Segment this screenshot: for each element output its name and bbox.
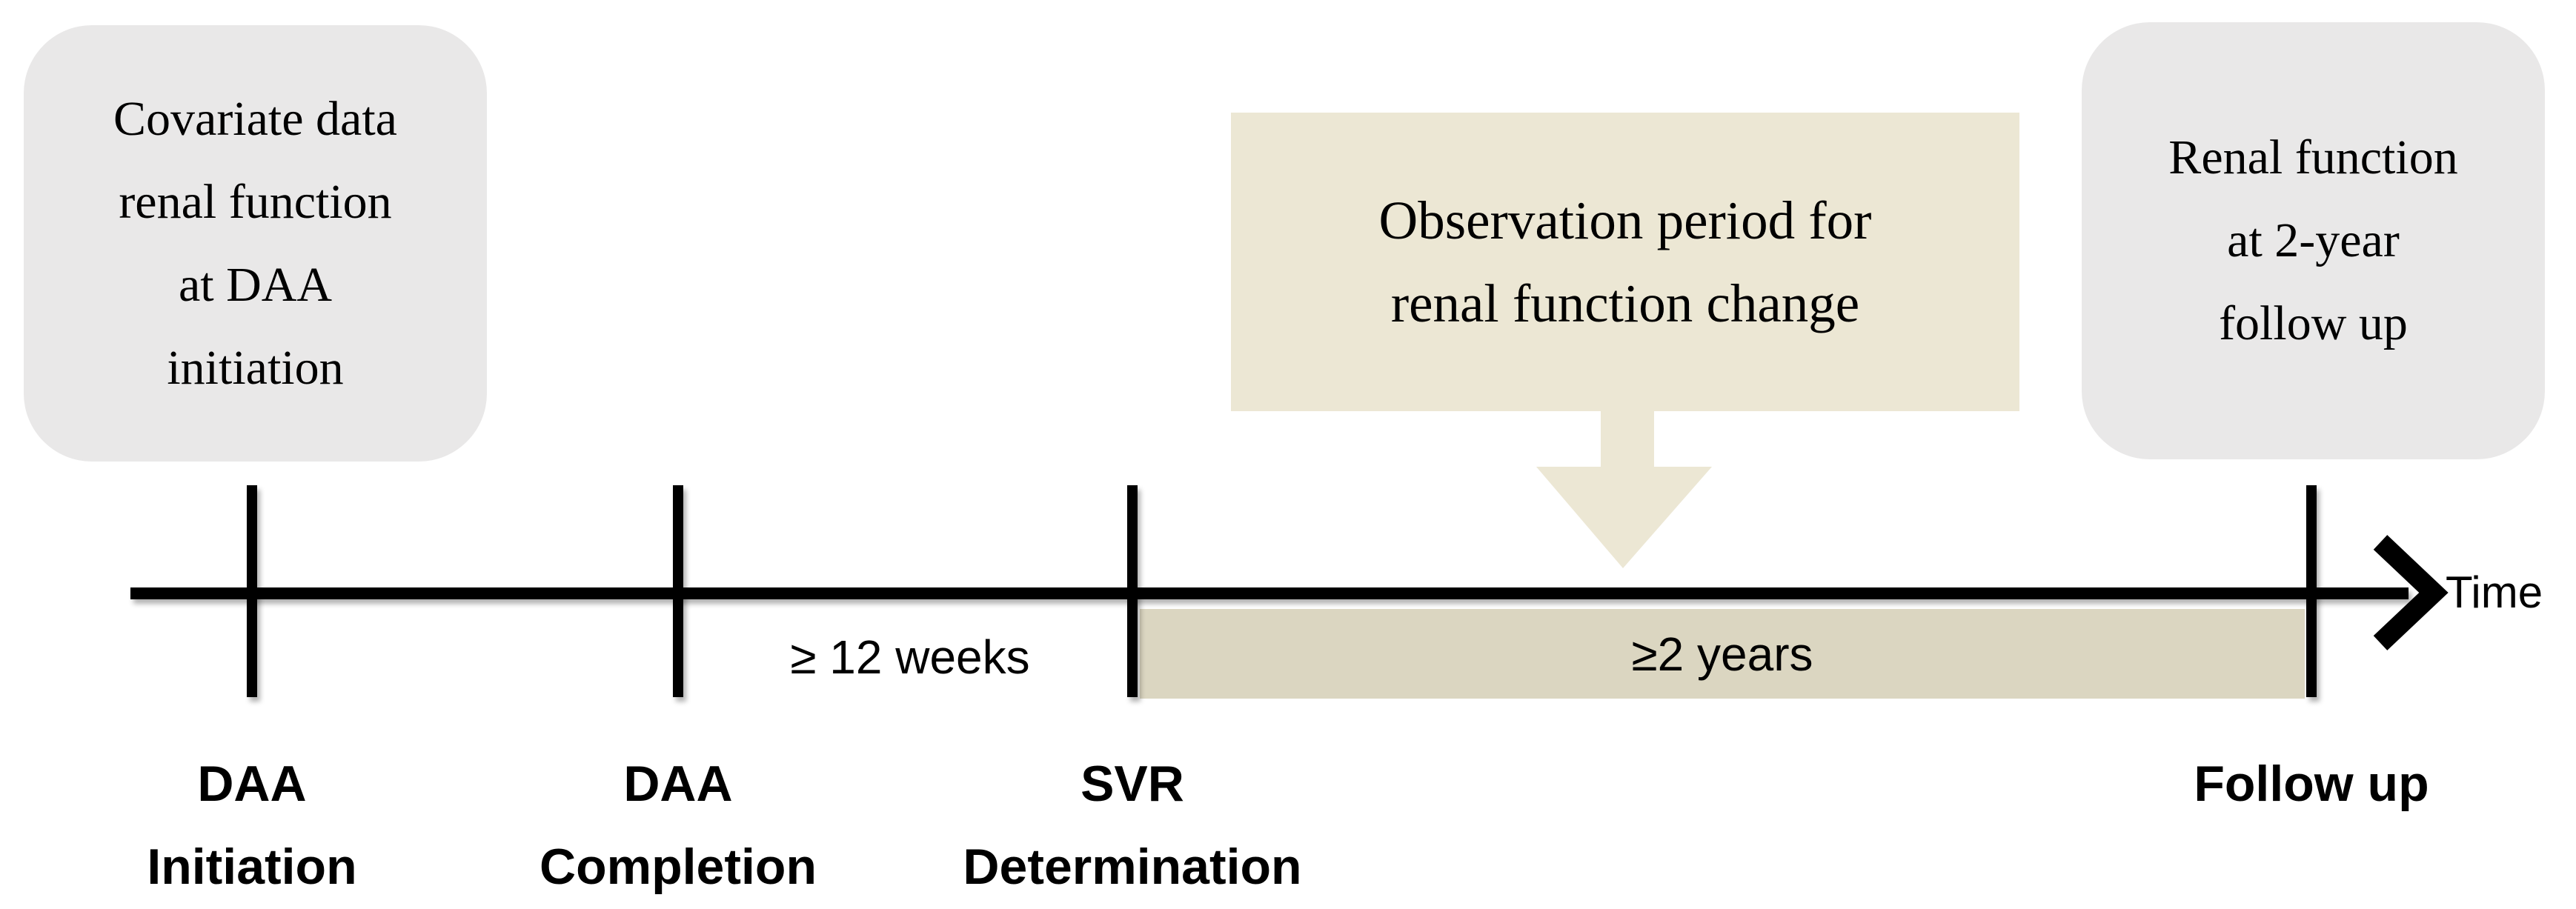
callout-baseline-line3: at DAA xyxy=(178,257,333,312)
callout-followup-renal-function: Renal function at 2-year follow up xyxy=(2082,22,2545,459)
tick-follow-up xyxy=(2306,485,2317,697)
callout-followup-line2: at 2-year xyxy=(2227,213,2400,267)
event-label-line: Completion xyxy=(540,839,817,895)
event-label-daa-initiation: DAA Initiation xyxy=(0,742,511,908)
event-label-follow-up: Follow up xyxy=(2052,742,2571,825)
tick-daa-completion xyxy=(673,485,683,697)
interval-12-weeks: ≥ 12 weeks xyxy=(688,612,1132,702)
event-label-line: DAA xyxy=(197,756,307,812)
interval-2-years-label: ≥2 years xyxy=(1631,627,1813,681)
time-axis-line xyxy=(130,587,2409,599)
tick-svr-determination xyxy=(1127,485,1138,697)
callout-baseline-line4: initiation xyxy=(167,340,344,395)
callout-observation-line2: renal function change xyxy=(1390,273,1860,333)
observation-interval-band: ≥2 years xyxy=(1140,609,2305,699)
event-label-line: Follow up xyxy=(2194,756,2429,812)
event-label-daa-completion: DAA Completion xyxy=(419,742,937,908)
callout-followup-line1: Renal function xyxy=(2168,130,2458,184)
event-label-line: Determination xyxy=(963,839,1302,895)
callout-followup-line3: follow up xyxy=(2219,296,2408,350)
callout-observation-line1: Observation period for xyxy=(1378,190,1872,250)
interval-12-weeks-label: ≥ 12 weeks xyxy=(790,630,1030,684)
event-label-line: DAA xyxy=(623,756,733,812)
event-label-line: Initiation xyxy=(147,839,357,895)
time-axis-label: Time xyxy=(2446,567,2543,617)
callout-baseline-covariates: Covariate data renal function at DAA ini… xyxy=(24,25,487,462)
callout-baseline-line1: Covariate data xyxy=(113,91,397,146)
time-axis-arrowhead-icon xyxy=(2373,535,2449,650)
event-label-line: SVR xyxy=(1080,756,1184,812)
callout-observation-period: Observation period for renal function ch… xyxy=(1231,113,2019,411)
event-label-svr-determination: SVR Determination xyxy=(873,742,1392,908)
callout-baseline-line2: renal function xyxy=(119,174,392,229)
tick-daa-initiation xyxy=(247,485,257,697)
down-block-arrow-icon xyxy=(1536,410,1712,568)
